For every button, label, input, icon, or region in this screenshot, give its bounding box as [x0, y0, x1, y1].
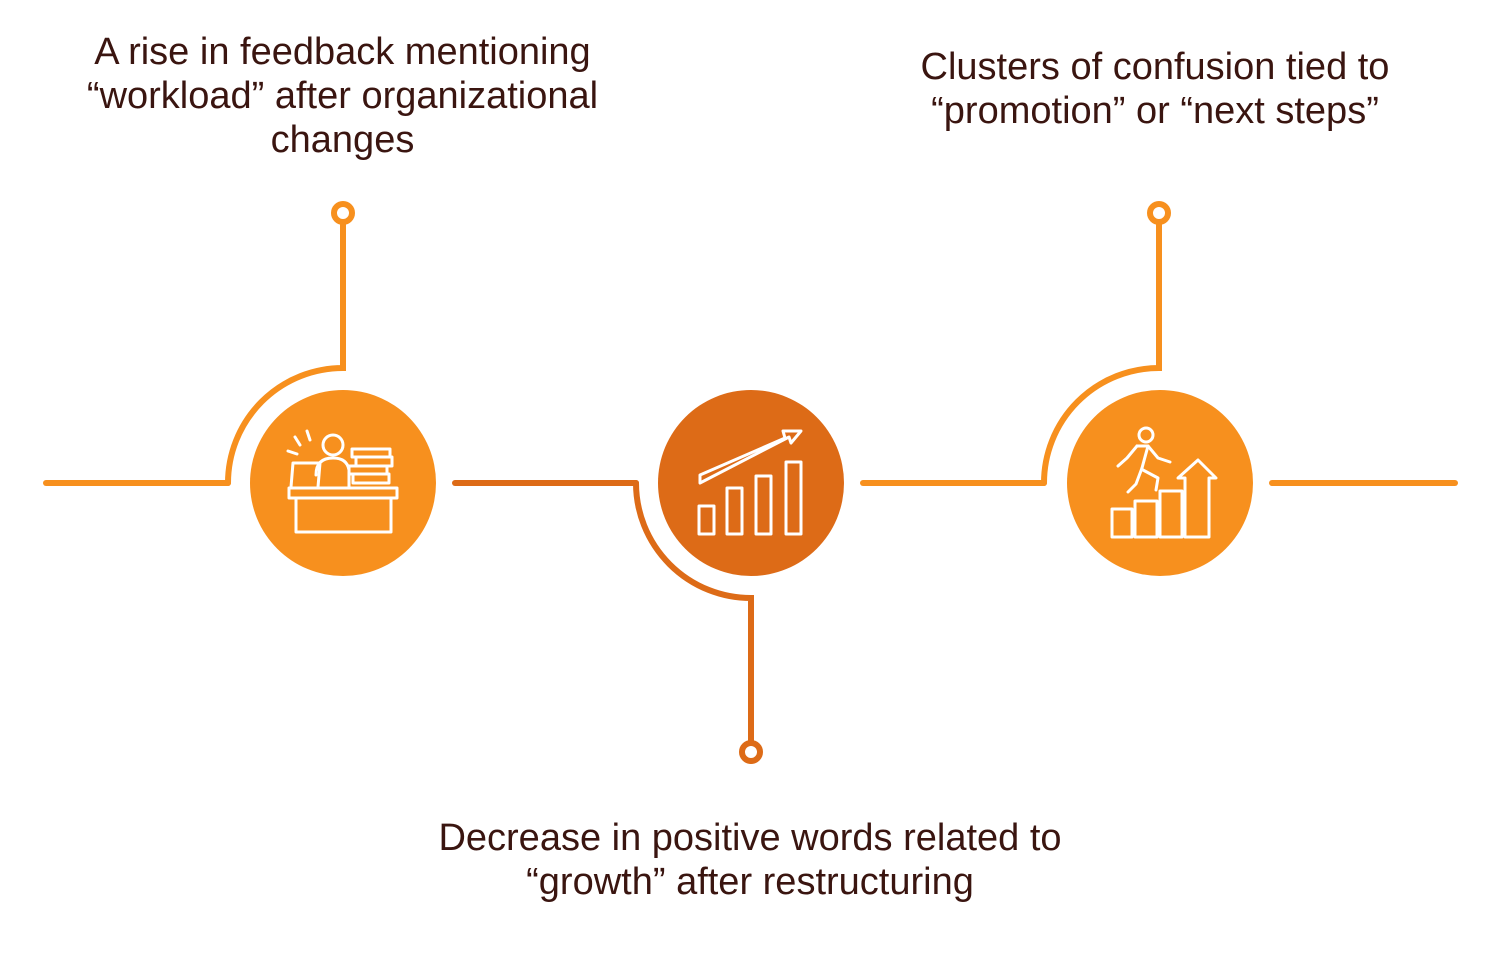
arc-step-2 — [633, 480, 754, 745]
step-label-3: Clusters of confusion tied to “promotion… — [920, 46, 1390, 132]
step-circle-2 — [658, 390, 844, 576]
step-label-1: A rise in feedback mentioning “workload”… — [86, 31, 599, 161]
overworked-desk-icon — [286, 429, 399, 534]
endpoint-dot-1 — [331, 201, 355, 225]
step-circle-3 — [1067, 390, 1253, 576]
step-circle-1 — [250, 390, 436, 576]
career-steps-icon — [1110, 426, 1218, 539]
growth-chart-icon — [697, 429, 803, 536]
endpoint-dot-2 — [739, 740, 763, 764]
endpoint-dot-3 — [1147, 201, 1171, 225]
arc-step-1 — [225, 219, 346, 486]
arc-step-3 — [1041, 219, 1162, 486]
step-label-2: Decrease in positive words related to “g… — [438, 817, 1062, 903]
